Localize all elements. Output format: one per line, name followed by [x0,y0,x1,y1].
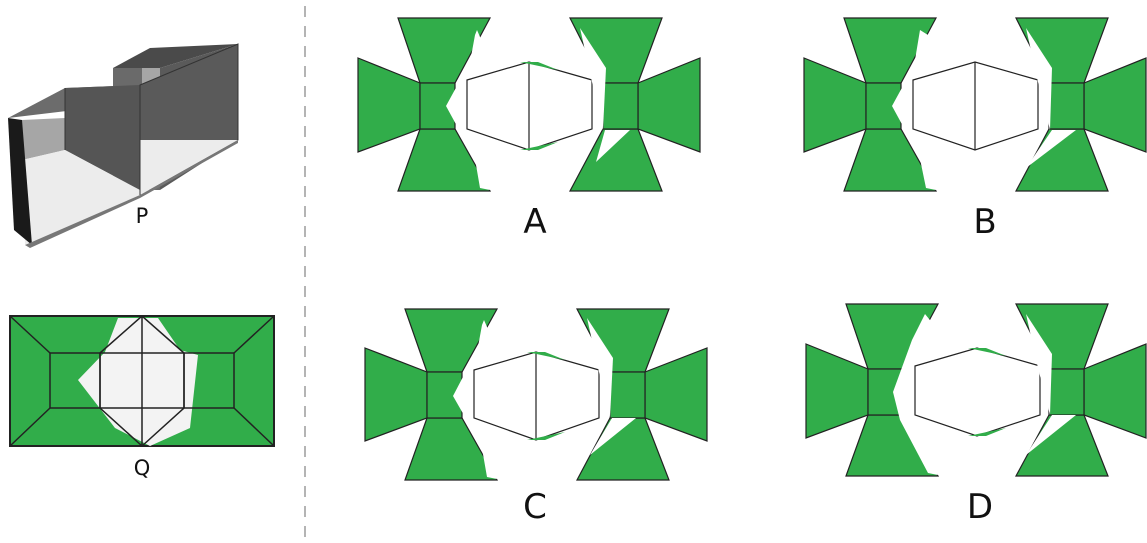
net-right-bowtie [1015,17,1147,192]
net-right-bowtie [1014,303,1147,477]
top-view-label: Q [134,456,151,480]
option-c-net[interactable] [364,308,708,481]
top-view-figure-q [9,315,275,448]
option-b-label: B [973,202,996,242]
option-d-label: D [967,487,993,527]
net-center-hexagon [912,61,1039,151]
net-left-bowtie [357,17,492,192]
net-center-hexagon [914,347,1041,437]
net-left-bowtie [364,308,499,481]
option-a-label: A [523,202,546,242]
option-d-net[interactable] [805,303,1147,477]
net-left-bowtie [803,17,938,192]
net-right-bowtie [576,308,708,481]
option-a-net[interactable] [357,17,701,192]
net-left-bowtie [805,303,940,477]
option-b-net[interactable] [803,17,1147,192]
option-c-label: C [523,487,547,527]
solid-figure-p [8,43,239,248]
net-right-bowtie [569,17,701,192]
solid-label: P [136,204,149,228]
net-center-hexagon [473,351,600,441]
net-center-hexagon [466,61,593,151]
